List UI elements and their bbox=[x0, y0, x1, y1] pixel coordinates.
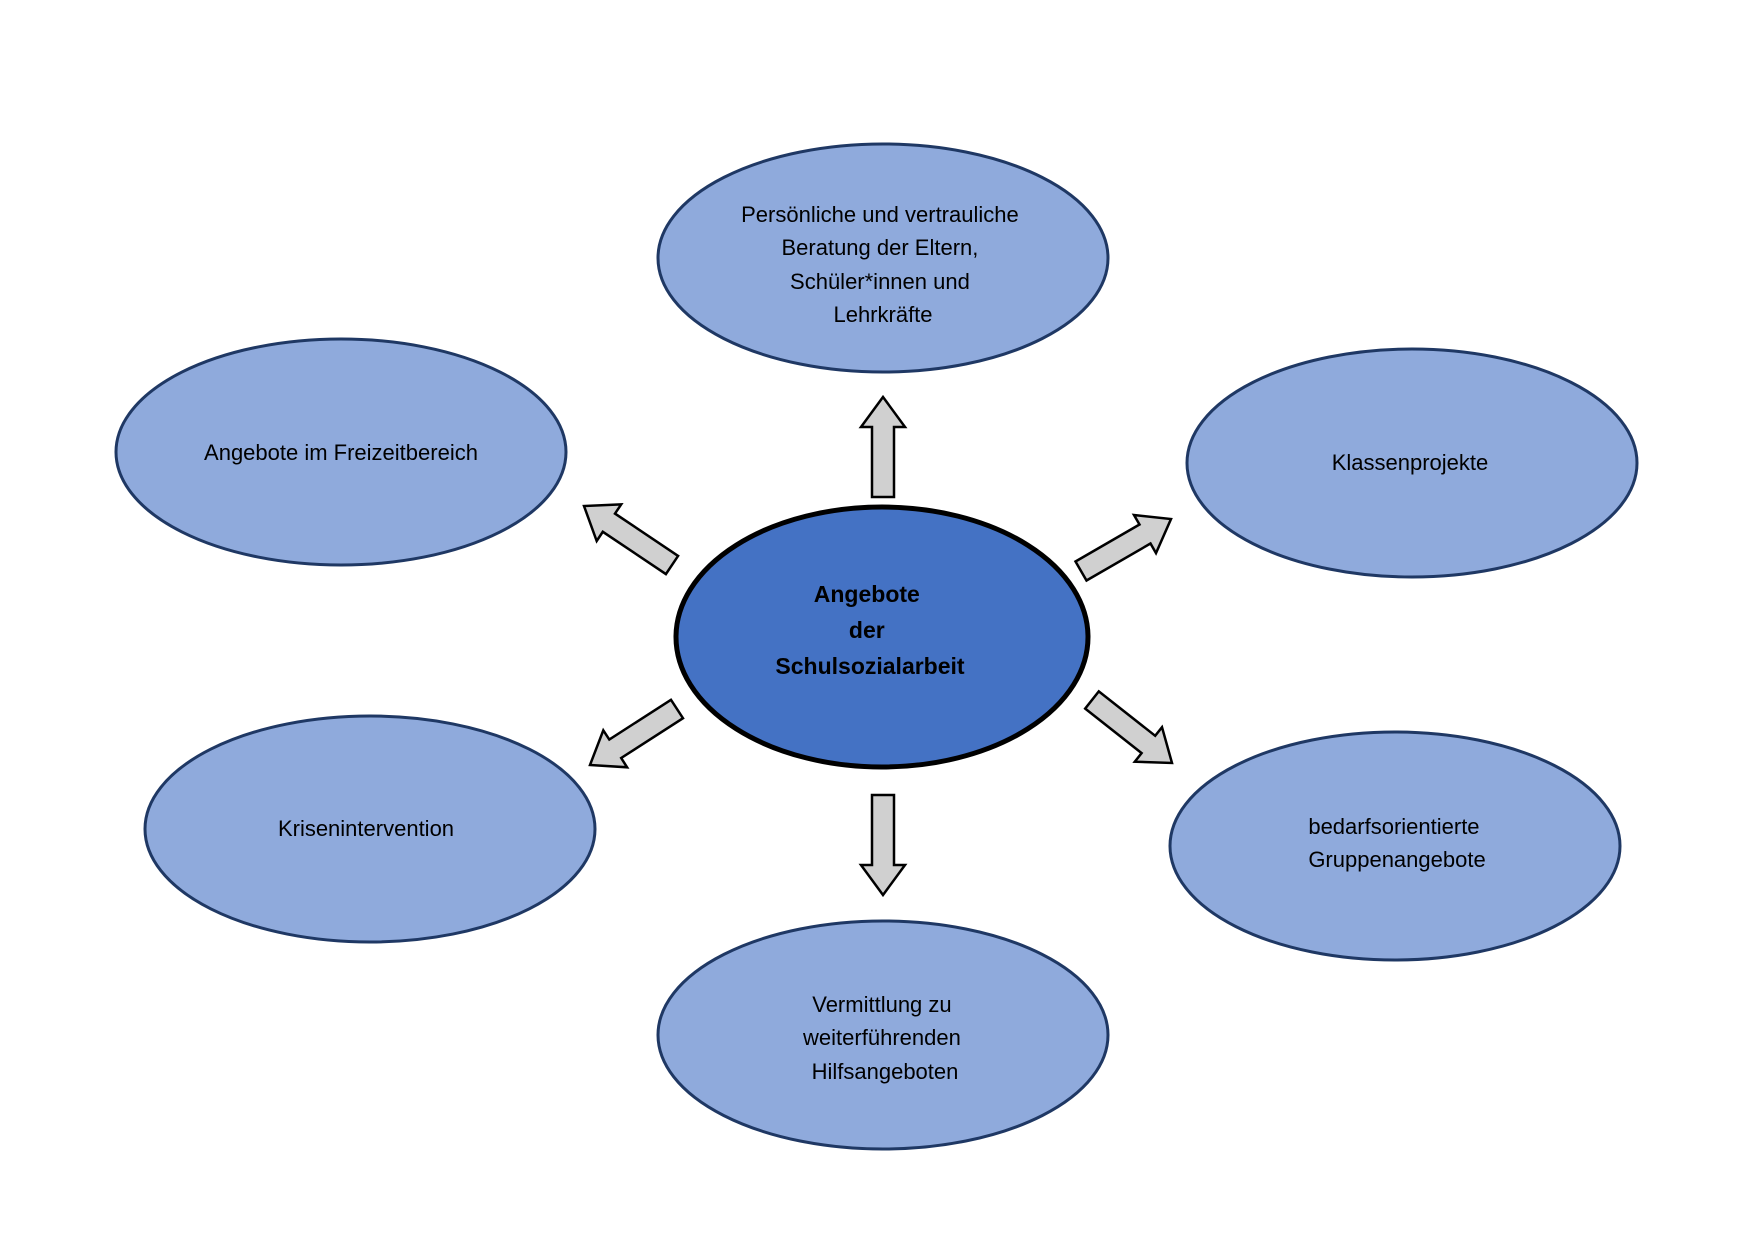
node-beratung-ellipse bbox=[656, 142, 1110, 374]
node-vermittlung-line-3: Hilfsangeboten bbox=[812, 1059, 959, 1084]
node-gruppenangebote-line-1: bedarfsorientierte bbox=[1308, 814, 1479, 839]
node-krisenintervention-line-1: Krisenintervention bbox=[278, 816, 454, 841]
arrow-to-freizeit bbox=[582, 503, 680, 576]
center-node-line-3: Schulsozialarbeit bbox=[775, 653, 965, 679]
arrow-to-krisenintervention bbox=[588, 698, 685, 769]
node-klassenprojekte-ellipse bbox=[1185, 347, 1639, 579]
node-beratung: Persönliche und vertrauliche Beratung de… bbox=[656, 142, 1110, 374]
arrow-to-klassenprojekte bbox=[1073, 513, 1173, 583]
node-krisenintervention: Krisenintervention bbox=[143, 714, 597, 944]
center-node-line-1: Angebote bbox=[814, 581, 920, 607]
node-freizeit: Angebote im Freizeitbereich bbox=[114, 337, 568, 567]
node-krisenintervention-label: Krisenintervention bbox=[278, 816, 454, 841]
node-vermittlung-line-1: Vermittlung zu bbox=[812, 992, 951, 1017]
node-beratung-line-2: Beratung der Eltern, bbox=[781, 235, 978, 260]
center-node-line-2: der bbox=[849, 617, 885, 643]
arrow-to-gruppenangebote bbox=[1083, 689, 1174, 765]
node-freizeit-ellipse bbox=[114, 337, 568, 567]
node-gruppenangebote: bedarfsorientierte Gruppenangebote bbox=[1168, 730, 1622, 962]
node-vermittlung-ellipse bbox=[656, 919, 1110, 1151]
node-klassenprojekte: Klassenprojekte bbox=[1185, 347, 1639, 579]
node-vermittlung-line-2: weiterführenden bbox=[802, 1025, 961, 1050]
node-beratung-line-1: Persönliche und vertrauliche bbox=[741, 202, 1019, 227]
node-beratung-line-3: Schüler*innen und bbox=[790, 269, 970, 294]
node-gruppenangebote-ellipse bbox=[1168, 730, 1622, 962]
arrow-to-vermittlung bbox=[858, 793, 908, 898]
node-gruppenangebote-line-2: Gruppenangebote bbox=[1308, 847, 1485, 872]
node-vermittlung: Vermittlung zu weiterführenden Hilfsange… bbox=[656, 919, 1110, 1151]
node-vermittlung-label: Vermittlung zu weiterführenden Hilfsange… bbox=[802, 992, 967, 1084]
node-beratung-line-4: Lehrkräfte bbox=[833, 302, 932, 327]
node-gruppenangebote-label: bedarfsorientierte Gruppenangebote bbox=[1308, 814, 1485, 872]
center-node-label: Angebote der Schulsozialarbeit bbox=[775, 581, 965, 679]
node-beratung-label: Persönliche und vertrauliche Beratung de… bbox=[741, 202, 1025, 327]
node-freizeit-line-1: Angebote im Freizeitbereich bbox=[204, 440, 478, 465]
node-klassenprojekte-label: Klassenprojekte bbox=[1332, 450, 1489, 475]
node-krisenintervention-ellipse bbox=[143, 714, 597, 944]
node-klassenprojekte-line-1: Klassenprojekte bbox=[1332, 450, 1489, 475]
node-freizeit-label: Angebote im Freizeitbereich bbox=[204, 440, 478, 465]
arrow-to-beratung bbox=[858, 394, 908, 499]
center-node: Angebote der Schulsozialarbeit bbox=[673, 504, 1091, 770]
arrows bbox=[582, 394, 1174, 898]
center-node-ellipse bbox=[673, 504, 1091, 770]
